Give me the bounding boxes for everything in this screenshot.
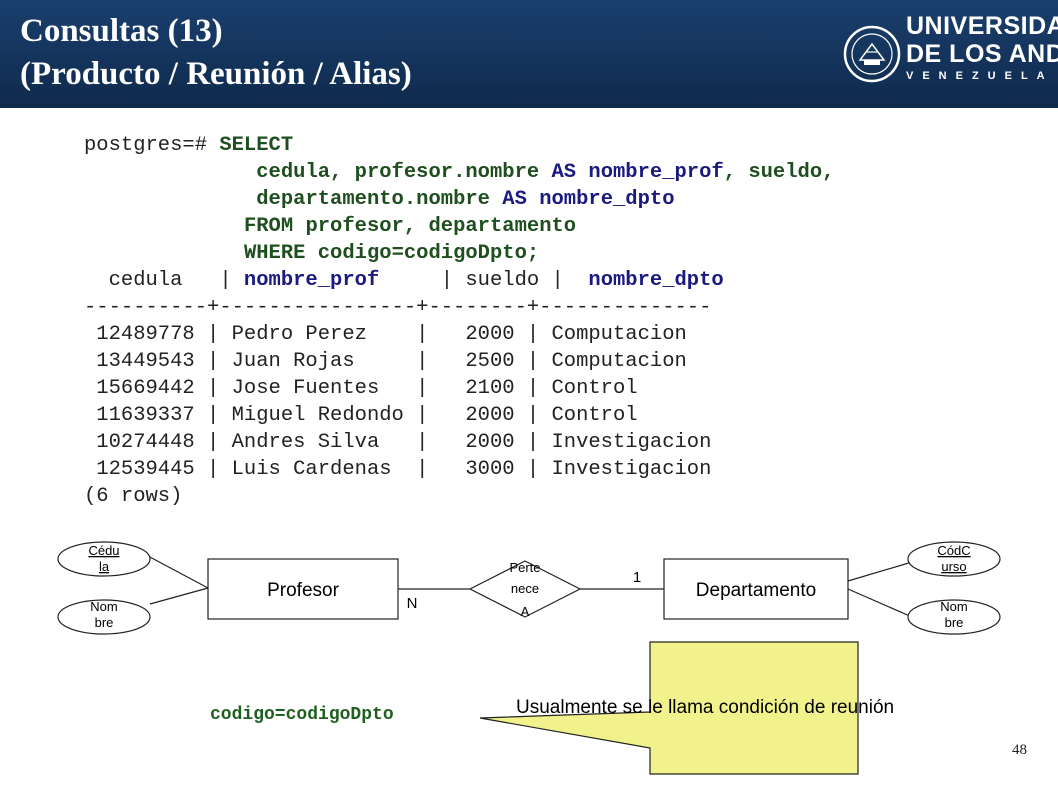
entity-departamento <box>663 558 849 620</box>
relationship-label-3: A <box>521 604 530 619</box>
attribute-codcurso-label-1: CódC <box>937 543 970 558</box>
where-condition: codigo=codigoDpto; <box>305 242 540 265</box>
result-divider: ----------+----------------+--------+---… <box>84 296 712 319</box>
from-tables: profesor, departamento <box>293 215 577 238</box>
header-nombre-dpto: nombre_dpto <box>576 269 724 292</box>
keyword-from: FROM <box>243 215 294 238</box>
select-fields-tail: , sueldo, <box>723 161 835 184</box>
code-line-fields: cedula, profesor.nombre AS nombre_prof, … <box>84 159 834 186</box>
slide-header: Consultas (13) (Producto / Reunión / Ali… <box>0 0 1058 108</box>
result-row: 13449543 | Juan Rojas | 2500 | Computaci… <box>84 350 687 373</box>
relationship-label-2: nece <box>511 581 539 596</box>
keyword-as-1: AS <box>551 161 577 184</box>
keyword-as-2: AS <box>502 188 527 211</box>
slide-title: Consultas (13) (Producto / Reunión / Ali… <box>20 10 412 96</box>
dept-field: departamento.nombre <box>256 188 503 211</box>
attribute-cedula <box>57 541 151 577</box>
code-line-dept-field: departamento.nombre AS nombre_dpto <box>84 186 834 213</box>
code-line-select: postgres=# SELECT <box>84 132 834 159</box>
join-condition: codigo=codigoDpto <box>210 705 394 725</box>
select-fields: cedula, profesor.nombre <box>256 161 552 184</box>
result-row: 10274448 | Andres Silva | 2000 | Investi… <box>84 431 712 454</box>
result-row: 15669442 | Jose Fuentes | 2100 | Control <box>84 377 638 400</box>
attribute-nombre-prof-label-1: Nom <box>90 599 117 614</box>
attribute-codcurso-label-2: urso <box>941 559 966 574</box>
entity-departamento-label: Departamento <box>696 580 816 601</box>
entity-profesor <box>207 558 399 620</box>
cardinality-n: N <box>407 595 418 612</box>
keyword-where: WHERE <box>243 242 306 265</box>
psql-prompt: postgres=# <box>84 134 220 157</box>
logo-line-2: DE LOS ANDES <box>906 40 1058 68</box>
code-line-where: WHERE codigo=codigoDpto; <box>84 240 834 267</box>
result-footer: (6 rows) <box>84 485 183 508</box>
page-number: 48 <box>1012 742 1027 758</box>
header-nombre-prof: nombre_prof <box>231 269 380 292</box>
logo-line-3: VENEZUELA <box>906 70 1054 82</box>
attribute-nombre-prof <box>57 599 151 635</box>
code-line-from: FROM profesor, departamento <box>84 213 834 240</box>
attribute-cedula-label-1: Cédu <box>88 543 119 558</box>
sql-code-block: postgres=# SELECT cedula, profesor.nombr… <box>84 132 834 510</box>
result-header-row: cedula | nombre_prof | sueldo | nombre_d… <box>84 267 834 294</box>
result-row: 12489778 | Pedro Perez | 2000 | Computac… <box>84 323 687 346</box>
callout-balloon <box>479 641 859 775</box>
attribute-codcurso <box>907 541 1001 577</box>
title-line-2: (Producto / Reunión / Alias) <box>20 56 412 92</box>
er-diagram: Cédu la Nom bre CódC urso Nom bre Profes… <box>57 541 1001 635</box>
attribute-nombre-dpto-label-2: bre <box>945 615 964 630</box>
attribute-nombre-prof-label-2: bre <box>95 615 114 630</box>
attribute-nombre-dpto-label-1: Nom <box>940 599 967 614</box>
title-line-1: Consultas (13) <box>20 13 223 49</box>
header-cedula: cedula | <box>84 269 232 292</box>
keyword-select: SELECT <box>219 134 294 157</box>
university-seal-icon <box>843 25 901 83</box>
callout-text: Usualmente se le llama condición de reun… <box>516 697 895 718</box>
alias-nombre-dpto: nombre_dpto <box>526 188 675 211</box>
attribute-nombre-dpto <box>907 599 1001 635</box>
relationship-label-1: Perte <box>509 560 540 575</box>
result-row: 11639337 | Miguel Redondo | 2000 | Contr… <box>84 404 638 427</box>
result-row: 12539445 | Luis Cardenas | 3000 | Invest… <box>84 458 712 481</box>
relationship-pertenece <box>468 560 582 618</box>
header-sueldo: | sueldo | <box>379 269 577 292</box>
entity-profesor-label: Profesor <box>267 580 339 601</box>
attribute-cedula-label-2: la <box>99 559 110 574</box>
alias-nombre-prof: nombre_prof <box>576 161 724 184</box>
cardinality-1: 1 <box>633 569 641 586</box>
